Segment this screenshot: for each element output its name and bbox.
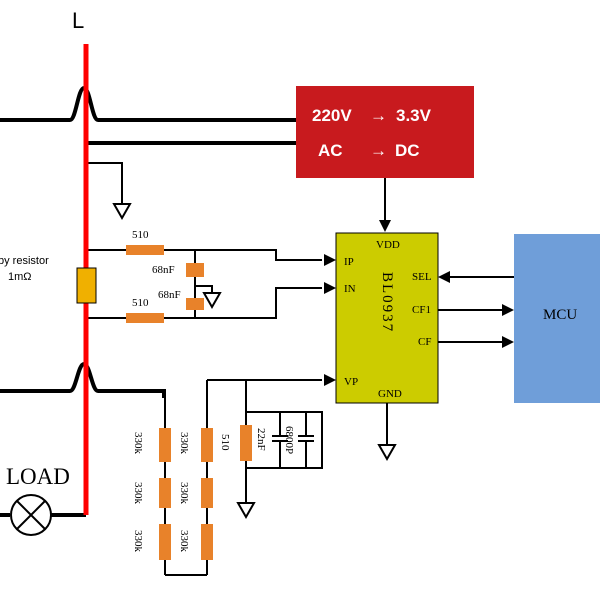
cap-6800p-label: 6800P [283, 426, 295, 454]
divider-label-2: 330k [132, 482, 144, 505]
resistor-in [126, 313, 164, 323]
converter-ac: AC [318, 141, 343, 160]
cf1-arrow [502, 304, 514, 316]
bl0937-chip [335, 232, 439, 404]
shunt-label-line1: by resistor [0, 255, 49, 267]
converter-dc: DC [395, 141, 420, 160]
divider-resistor-6 [201, 524, 213, 560]
converter-arrow-2: → [370, 141, 387, 160]
ip-arrow [324, 254, 336, 266]
pin-ip: IP [344, 256, 354, 268]
pin-gnd: GND [378, 388, 402, 400]
converter-voltage-out: 3.3V [396, 106, 432, 125]
divider-right-column [201, 380, 213, 575]
gnd-ground-symbol [377, 444, 397, 462]
shunt-resistor [76, 267, 97, 304]
divider-label-5: 330k [178, 482, 190, 505]
converter-arrow-1: → [370, 106, 387, 125]
divider-resistor-1 [159, 428, 171, 462]
mcu-label: MCU [543, 307, 577, 323]
ip-wire-right [164, 249, 322, 261]
phase-line-label: L [72, 8, 84, 33]
pin-vdd: VDD [376, 239, 400, 251]
resistor-in-label: 510 [132, 297, 149, 309]
power-converter-box [296, 86, 474, 178]
ground-wire-left [86, 162, 123, 204]
shunt-label-line2: 1mΩ [8, 271, 32, 283]
divider-resistor-3 [159, 524, 171, 560]
mcu-box [514, 234, 600, 403]
cap-ground-wire [195, 285, 213, 293]
converter-voltage-in: 220V [312, 106, 352, 125]
pin-cf1: CF1 [412, 304, 431, 316]
resistor-vp [240, 425, 252, 461]
pin-vp: VP [344, 376, 358, 388]
pin-sel: SEL [412, 271, 432, 283]
cap-ip-label: 68nF [152, 264, 175, 276]
cap-22nf-label: 22nF [255, 428, 267, 451]
cap-ip [186, 263, 204, 277]
neutral-wire [0, 361, 166, 398]
divider-label-6: 330k [178, 530, 190, 553]
sel-arrow [438, 271, 450, 283]
cf-arrow [502, 336, 514, 348]
vp-ground-symbol [236, 502, 256, 520]
vp-arrow [324, 374, 336, 386]
divider-resistor-4 [201, 428, 213, 462]
cap-ground-symbol [202, 292, 222, 310]
pin-in: IN [344, 283, 356, 295]
cap-in-label: 68nF [158, 289, 181, 301]
resistor-vp-label: 510 [219, 434, 231, 451]
divider-resistor-5 [201, 478, 213, 508]
vdd-arrow [379, 220, 391, 232]
pin-cf: CF [418, 336, 431, 348]
chip-name: BL0937 [379, 272, 395, 333]
divider-resistor-2 [159, 478, 171, 508]
divider-left-column [159, 398, 171, 575]
load-label: LOAD [6, 464, 70, 489]
divider-label-3: 330k [132, 530, 144, 553]
resistor-ip [126, 245, 164, 255]
divider-label-1: 330k [132, 432, 144, 455]
load-lamp-cross-2 [16, 500, 46, 530]
divider-label-4: 330k [178, 432, 190, 455]
cap-in [186, 298, 204, 310]
in-wire-right [164, 287, 322, 319]
in-arrow [324, 282, 336, 294]
vp-cap-frame [246, 411, 323, 469]
phase-wire-top [0, 85, 296, 122]
ground-symbol [112, 203, 132, 221]
resistor-ip-label: 510 [132, 229, 149, 241]
